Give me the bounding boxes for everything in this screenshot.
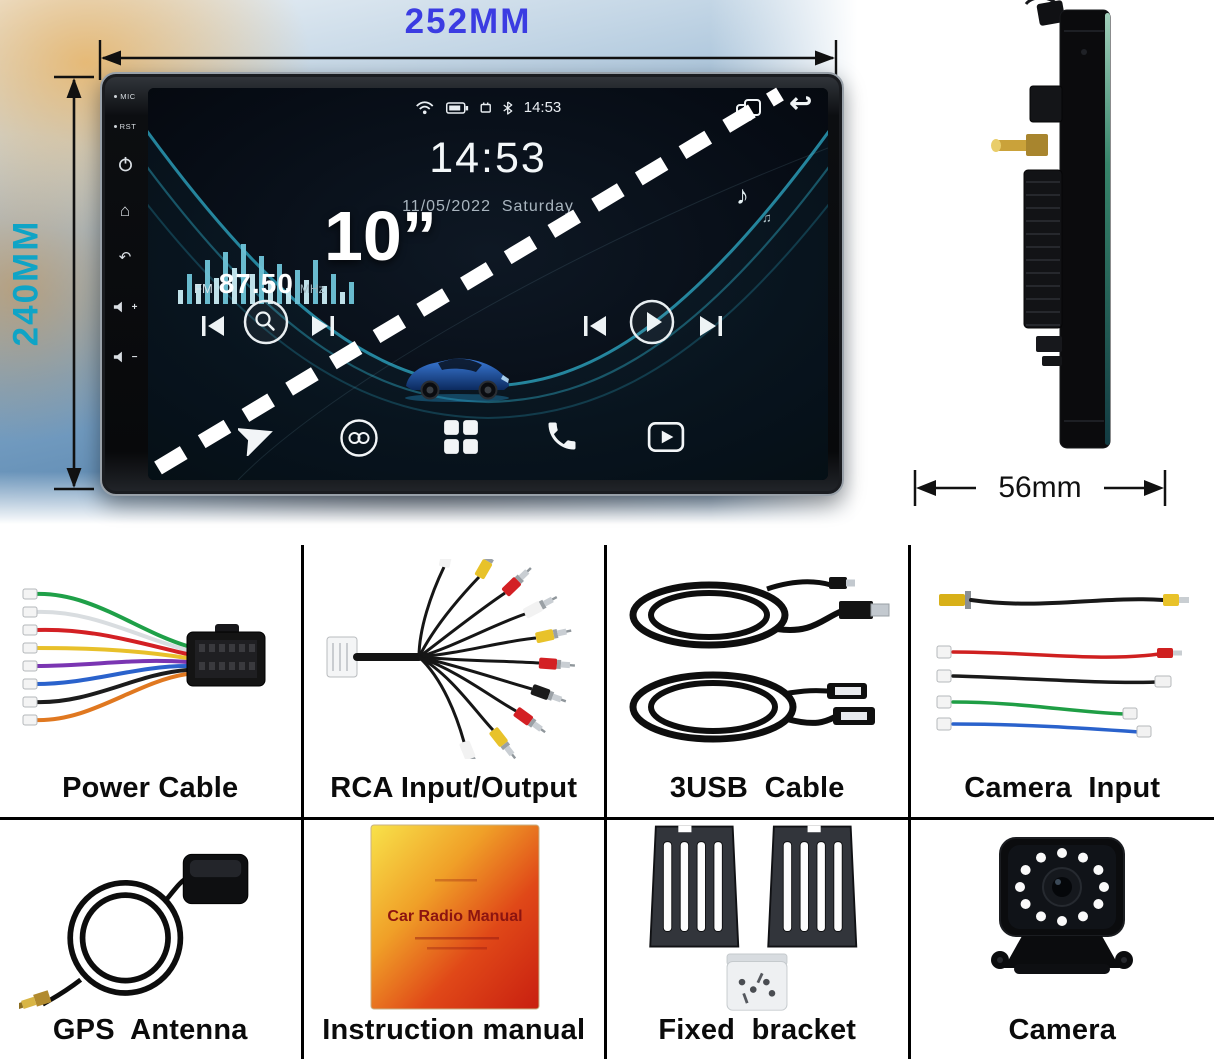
head-unit-screen: 14:53 ↩ 14:53 11/05/2022 Saturday	[148, 88, 828, 480]
accessory-cell-rca: RCA Input/Output	[304, 545, 607, 817]
accessory-label: Instruction manual	[322, 1014, 586, 1046]
back-icon: ↶	[118, 249, 132, 266]
accessory-label: RCA Input/Output	[330, 772, 578, 804]
radio-frequency: FM 87.50 MHz	[194, 268, 325, 299]
power-icon	[118, 156, 132, 172]
head-unit-front-view: MIC RST ⌂ ↶ + −	[100, 72, 844, 496]
instruction-manual-photo: Car Radio Manual	[370, 824, 540, 1010]
accessory-cell-power-cable: Power Cable	[0, 545, 304, 817]
usb-icon	[480, 102, 491, 113]
fixed-bracket-photo	[649, 825, 858, 1011]
next-track-button-right	[700, 316, 722, 336]
backup-camera-photo	[991, 837, 1134, 974]
accessory-label: Fixed bracket	[658, 1014, 857, 1046]
navigation-app-icon	[238, 427, 273, 456]
accessory-cell-camera: Camera	[910, 817, 1214, 1059]
video-app-icon	[647, 421, 685, 453]
reset-hole-icon	[113, 125, 117, 128]
camera-input-cable-photo	[936, 591, 1190, 738]
accessory-cell-manual: Car Radio Manual Instruction manual	[303, 817, 607, 1059]
battery-icon	[445, 101, 469, 114]
back-button: ↶	[102, 250, 148, 265]
side-view-graphic	[991, 0, 1111, 449]
height-dimension-label: 240MM	[6, 219, 45, 347]
depth-dimension: 56mm	[912, 466, 1168, 510]
search-button	[243, 299, 289, 345]
accessory-cell-gps: GPS Antenna	[0, 817, 304, 1059]
previous-track-button	[202, 316, 224, 336]
accessory-label: Power Cable	[62, 772, 239, 804]
speaker-up-icon	[113, 301, 122, 313]
status-icons: 14:53	[415, 99, 562, 116]
clock-date: 11/05/2022 Saturday	[402, 198, 574, 215]
speaker-down-icon	[113, 351, 122, 363]
accessory-label: Camera	[1008, 1014, 1117, 1046]
bluetooth-icon	[503, 100, 513, 115]
recent-apps-icon	[736, 99, 761, 121]
play-button	[629, 299, 675, 345]
apps-grid-icon	[444, 420, 478, 454]
home-icon: ⌂	[119, 201, 131, 220]
rca-cable-photo	[326, 558, 575, 759]
reset-hole-label: RST	[102, 122, 148, 131]
music-note-small-icon: ♫	[762, 210, 772, 225]
accessory-label: GPS Antenna	[52, 1014, 248, 1046]
gps-antenna-photo	[19, 853, 249, 1010]
usb-cable-photo	[629, 576, 890, 742]
accessory-label: 3USB Cable	[669, 772, 845, 804]
depth-dimension-label: 56mm	[998, 471, 1082, 504]
power-button	[102, 156, 148, 172]
accessories-grid: Power Cable	[0, 545, 1214, 1059]
phone-app-icon	[548, 422, 576, 450]
accessory-cell-camera-input: Camera Input	[911, 545, 1214, 817]
mic-hole-label: MIC	[102, 92, 148, 101]
volume-up-button: +	[102, 300, 148, 314]
wifi-icon	[416, 101, 434, 115]
screen-size-label: 10”	[324, 197, 437, 275]
home-button: ⌂	[102, 202, 148, 219]
height-dimension-arrow	[54, 75, 94, 491]
link-app-icon	[340, 419, 378, 457]
accessory-cell-usb: 3USB Cable	[607, 545, 911, 817]
power-cable-photo	[22, 588, 266, 726]
width-dimension-label: 252MM	[404, 2, 532, 41]
next-track-button	[312, 316, 334, 336]
accessory-cell-bracket: Fixed bracket	[607, 817, 911, 1059]
depth-dimension-arrow	[913, 470, 1167, 506]
volume-down-button: −	[102, 350, 148, 364]
manual-title: Car Radio Manual	[387, 908, 522, 925]
car-graphic	[405, 358, 509, 402]
back-arrow-icon: ↩	[789, 88, 812, 118]
music-note-icon: ♪	[736, 180, 749, 210]
status-time: 14:53	[523, 99, 562, 116]
clock-time: 14:53	[429, 134, 547, 182]
accessory-label: Camera Input	[964, 772, 1161, 804]
status-bar: 14:53 ↩	[148, 88, 828, 124]
head-unit-side-view	[912, 0, 1172, 462]
mic-hole-icon	[114, 95, 118, 98]
previous-track-button-right	[584, 316, 606, 336]
width-dimension-arrow	[98, 40, 838, 80]
